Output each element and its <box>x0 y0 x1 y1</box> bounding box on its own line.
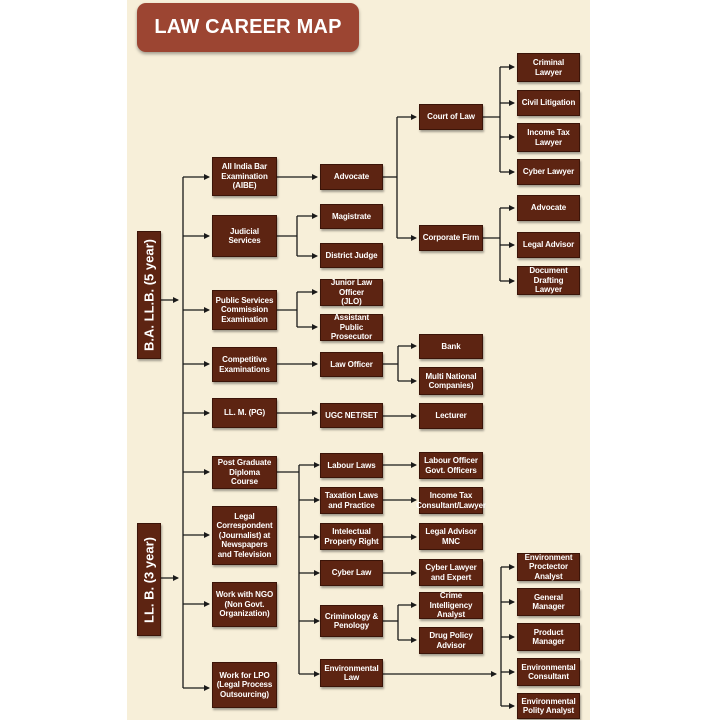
node-lpo: Work for LPO (Legal Process Outsourcing) <box>212 662 277 708</box>
node-jlo: Junior Law Officer (JLO) <box>320 278 383 306</box>
node-environmental-policy: Environmental Polity Analyst <box>517 693 580 719</box>
node-legal-advisor-mnc: Legal Advisor MNC <box>419 523 483 550</box>
node-bank: Bank <box>419 334 483 359</box>
node-corporate-firm: Corporate Firm <box>419 225 483 251</box>
entry-ba-llb: B.A. LL.B. (5 year) <box>137 231 161 359</box>
node-cyber-lawyer-expert: Cyber Lawyer and Expert <box>419 559 483 586</box>
node-drug-policy: Drug Policy Advisor <box>419 627 483 654</box>
node-general-manager: General Manager <box>517 588 580 616</box>
node-court-of-law: Court of Law <box>419 104 483 130</box>
node-ngo: Work with NGO (Non Govt. Organization) <box>212 582 277 627</box>
title-banner: LAW CAREER MAP <box>137 3 359 52</box>
node-competitive-examinations: Competitive Examinations <box>212 347 277 382</box>
entry-llb-label: LL. B. (3 year) <box>141 536 157 623</box>
entry-llb: LL. B. (3 year) <box>137 523 161 636</box>
entry-ba-llb-label: B.A. LL.B. (5 year) <box>141 239 157 351</box>
node-income-tax-consultant: Income Tax Consultant/Lawyer <box>416 487 486 514</box>
node-taxation-laws: Taxation Laws and Practice <box>320 487 383 514</box>
node-labour-officer: Labour Officer Govt. Officers <box>419 452 483 479</box>
node-civil-litigation: Civil Litigation <box>517 90 580 116</box>
node-legal-advisor: Legal Advisor <box>517 232 580 258</box>
node-cyber-lawyer: Cyber Lawyer <box>517 159 580 185</box>
node-pg-diploma: Post Graduate Diploma Course <box>212 456 277 489</box>
node-crime-intelligence: Crime Intelligency Analyst <box>419 591 483 619</box>
node-magistrate: Magistrate <box>320 204 383 229</box>
node-assistant-public-prosecutor: Assistant Public Prosecutor <box>320 313 383 341</box>
node-document-drafting: Document Drafting Lawyer <box>517 266 580 295</box>
node-law-officer: Law Officer <box>320 352 383 377</box>
node-ugc-net-set: UGC NET/SET <box>320 403 383 428</box>
node-criminal-lawyer: Criminal Lawyer <box>517 53 580 82</box>
node-psc-examination: Public Services Commission Examination <box>212 290 277 330</box>
node-intellectual-property: Intelectual Property Right <box>320 523 383 550</box>
node-income-tax-lawyer: Income Tax Lawyer <box>517 123 580 152</box>
node-aibe: All India Bar Examination (AIBE) <box>212 157 277 196</box>
node-district-judge: District Judge <box>320 243 383 268</box>
node-cyber-law: Cyber Law <box>320 560 383 586</box>
node-labour-laws: Labour Laws <box>320 453 383 478</box>
node-environment-protector: Environment Proctector Analyst <box>517 553 580 581</box>
node-criminology: Criminology & Penology <box>320 605 383 637</box>
node-environmental-law: Environmental Law <box>320 659 383 687</box>
node-corporate-advocate: Advocate <box>517 195 580 221</box>
node-legal-correspondent: Legal Correspondent (Journalist) at News… <box>212 506 277 565</box>
page-title: LAW CAREER MAP <box>154 16 342 38</box>
node-environmental-consultant: Environmental Consultant <box>517 658 580 686</box>
node-lecturer: Lecturer <box>419 403 483 429</box>
node-product-manager: Product Manager <box>517 623 580 651</box>
node-llm: LL. M. (PG) <box>212 398 277 428</box>
node-mnc: Multi National Companies) <box>419 367 483 395</box>
node-judicial-services: Judicial Services <box>212 215 277 257</box>
node-advocate: Advocate <box>320 164 383 190</box>
